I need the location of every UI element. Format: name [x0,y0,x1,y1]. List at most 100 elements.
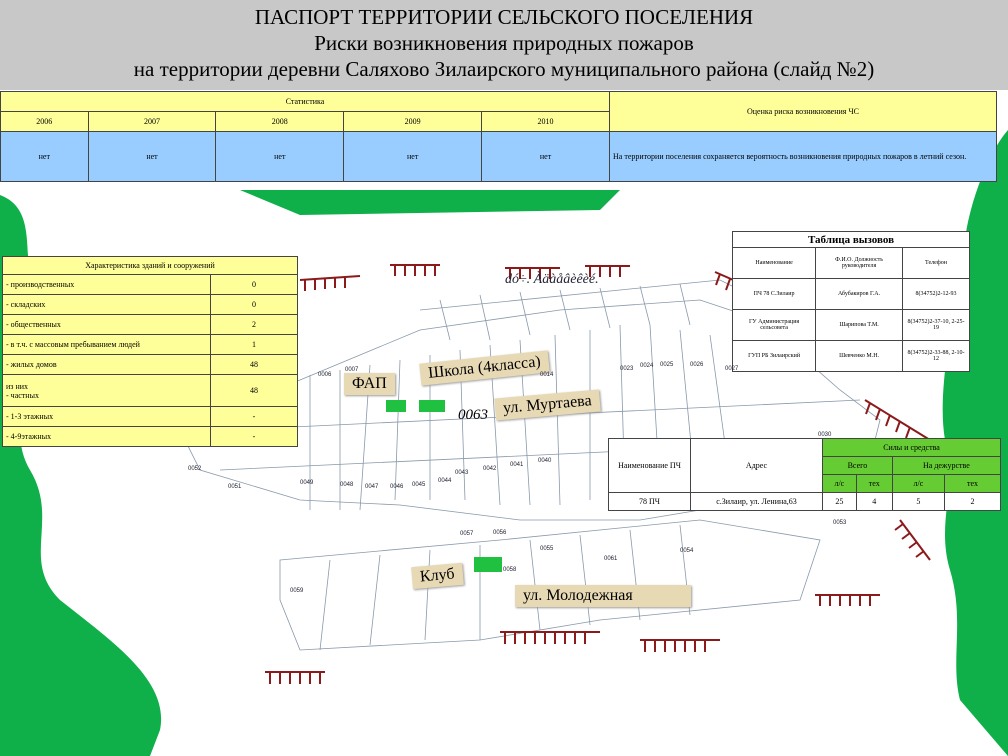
house-number: 0026 [690,362,704,368]
forces-title: Силы и средства [822,438,1001,457]
stats-title: Статистика [0,91,610,112]
house-number: 0046 [390,484,404,490]
house-number: 0007 [345,367,359,373]
value-2007: нет [87,131,217,182]
buildings-table: Характеристика зданий и сооружений - про… [2,256,298,447]
house-number: 0056 [493,530,507,536]
house-number: 0040 [538,458,552,464]
calls-cell: Шарипова Т.М. [815,309,903,341]
house-number: 0053 [833,520,847,526]
row-label: из них - частных [2,374,211,407]
house-number: 0047 [365,484,379,490]
calls-cell: 8(34752)2-33-88, 2-10-12 [901,340,971,372]
forces-teh: тех [855,474,893,493]
value-2009: нет [343,131,483,182]
year-2006: 2006 [0,111,89,132]
forces-cell: 2 [944,492,1001,511]
row-value: - [210,426,298,447]
forces-teh: тех [944,474,1001,493]
house-number: 0051 [228,484,242,490]
forces-cell: с.Зилаир, ул. Ленина,63 [690,492,823,511]
row-value: 1 [210,334,298,355]
calls-cell: ПЧ 78 С.Зилаир [731,278,817,310]
row-value: 48 [210,374,298,407]
forest-left [0,195,162,756]
header-line-3: на территории деревни Саляхово Зилаирско… [133,57,875,81]
forces-cell: 4 [855,492,893,511]
year-2008: 2008 [215,111,345,132]
house-number: 0006 [318,372,332,378]
fap-label: ФАП [344,373,395,395]
forces-ls: л/с [822,474,857,493]
house-number: 0057 [460,531,474,537]
header-line-2: Риски возникновения природных пожаров [314,31,694,55]
calls-cell: 8(34752)2-12-93 [901,278,971,310]
risk-title: Оценка риска возникновения ЧС [609,91,997,132]
forces-on-duty: На дежурстве [891,456,1002,475]
row-label: - 4-9этажных [2,426,211,447]
calls-title: Таблица вызовов [732,231,970,248]
forces-ls: л/с [891,474,946,493]
club-building [474,557,502,572]
street-top-label: dó÷. Àäàåâèêèé. [505,272,599,287]
calls-header: Наименование [731,247,817,279]
value-2008: нет [215,131,345,182]
row-label: - производственных [2,274,211,295]
row-value: 0 [210,274,298,295]
buildings-title: Характеристика зданий и сооружений [2,256,298,275]
forces-col-address: Адрес [690,438,823,493]
fap-building [386,400,406,412]
house-number: 0058 [503,567,517,573]
house-number: 0043 [455,470,469,476]
house-number: 0054 [680,548,694,554]
house-number: 0024 [640,363,654,369]
forces-cell: 25 [822,492,857,511]
calls-header: Ф.И.О. Должность руководителя [815,247,903,279]
house-number: 0052 [188,466,202,472]
house-number: 0014 [540,372,554,378]
row-value: 0 [210,294,298,315]
calls-cell: Абубакиров Г.А. [815,278,903,310]
house-number: 0042 [483,466,497,472]
row-label: - жилых домов [2,354,211,375]
house-number: 0027 [725,366,739,372]
year-2010: 2010 [481,111,610,132]
header: ПАСПОРТ ТЕРРИТОРИИ СЕЛЬСКОГО ПОСЕЛЕНИЯ Р… [0,0,1008,90]
club-label: Клуб [411,562,464,590]
house-number: 0048 [340,482,354,488]
house-number: 0059 [290,588,304,594]
house-number: 0041 [510,462,524,468]
value-2006: нет [0,131,89,182]
calls-cell: ГУП РБ Зилаирский [731,340,817,372]
year-2007: 2007 [87,111,217,132]
house-number: 0044 [438,478,452,484]
house-number: 0055 [540,546,554,552]
row-label: - 1-3 этажных [2,406,211,427]
statistics-table: Статистика Оценка риска возникновения ЧС… [0,91,997,182]
street-molodezhnaya-label: ул. Молодежная [515,585,691,607]
row-value: - [210,406,298,427]
calls-table: Таблица вызовов Наименование Ф.И.О. Долж… [731,231,971,372]
forces-table: Наименование ПЧ Адрес Силы и средства Вс… [608,438,1002,511]
code-0063: 0063 [458,407,488,423]
forces-cell: 5 [891,492,946,511]
house-number: 0023 [620,366,634,372]
calls-cell: Шевченко М.Н. [815,340,903,372]
forest-top [240,190,620,215]
value-2010: нет [481,131,610,182]
risk-text: На территории поселения сохраняется веро… [609,131,997,182]
row-label: - в т.ч. с массовым пребыванием людей [2,334,211,355]
calls-header: Телефон [901,247,971,279]
row-label: - складских [2,294,211,315]
house-number: 0061 [604,556,618,562]
house-number: 0045 [412,482,426,488]
house-number: 0049 [300,480,314,486]
house-number: 0030 [818,432,832,438]
header-line-1: ПАСПОРТ ТЕРРИТОРИИ СЕЛЬСКОГО ПОСЕЛЕНИЯ [254,5,754,29]
row-label: - общественных [2,314,211,335]
row-value: 48 [210,354,298,375]
house-number: 0025 [660,362,674,368]
forces-cell: 78 ПЧ [608,492,691,511]
calls-cell: 8(34752)2-37-10, 2-25-19 [901,309,971,341]
row-value: 2 [210,314,298,335]
